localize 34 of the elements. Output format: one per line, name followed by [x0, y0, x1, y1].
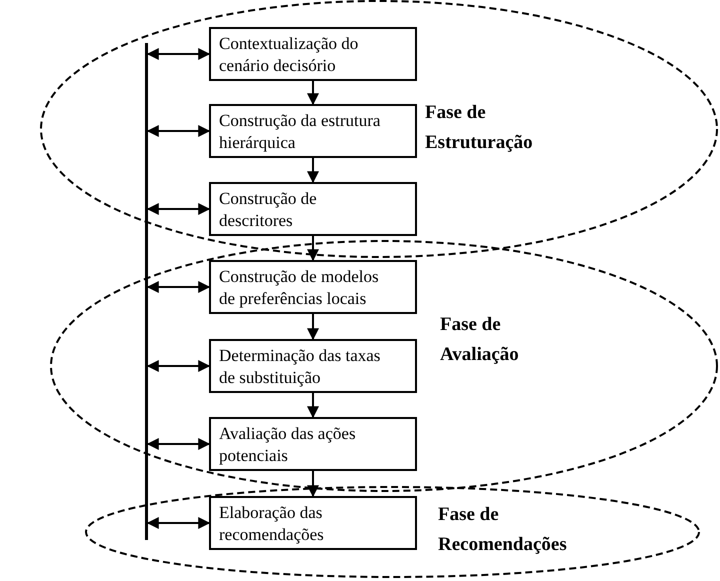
process-box: [209, 182, 417, 236]
phase-label: Fase de Recomendações: [438, 503, 568, 557]
arrow: [307, 81, 319, 106]
arrow: [146, 438, 210, 450]
arrow: [146, 281, 210, 293]
process-box: [209, 27, 417, 81]
phase-ellipse: [50, 240, 718, 492]
phase-ellipse: [40, 0, 718, 258]
process-box: [209, 339, 417, 393]
arrow: [146, 125, 210, 137]
step-label: Construção de descritores: [219, 188, 318, 232]
step-label: Elaboração das recomendações: [219, 502, 325, 546]
arrow: [307, 393, 319, 418]
step-label: Determinação das taxas de substituição: [219, 345, 382, 389]
arrow: [146, 360, 210, 372]
arrow: [307, 471, 319, 498]
step-label: Construção de modelos de preferências locais: [219, 266, 380, 310]
step-label: Avaliação das ações potenciais: [219, 423, 357, 467]
process-box: [209, 496, 417, 550]
phase-label: Fase de Estruturação: [425, 101, 534, 155]
step-label: Contextualização do cenário decisório: [219, 33, 360, 77]
phase-ellipse: [85, 486, 700, 578]
process-box: [209, 104, 417, 158]
process-box: [209, 260, 417, 314]
arrow: [307, 158, 319, 184]
step-label: Construção da estrutura hierárquica: [219, 110, 382, 154]
arrow: [146, 203, 210, 215]
vertical-bus-line: [145, 43, 148, 540]
arrow: [307, 314, 319, 340]
arrow: [146, 48, 210, 60]
process-box: [209, 417, 417, 471]
arrow: [146, 517, 210, 529]
arrow: [307, 236, 319, 262]
phase-label: Fase de Avaliação: [440, 313, 520, 367]
